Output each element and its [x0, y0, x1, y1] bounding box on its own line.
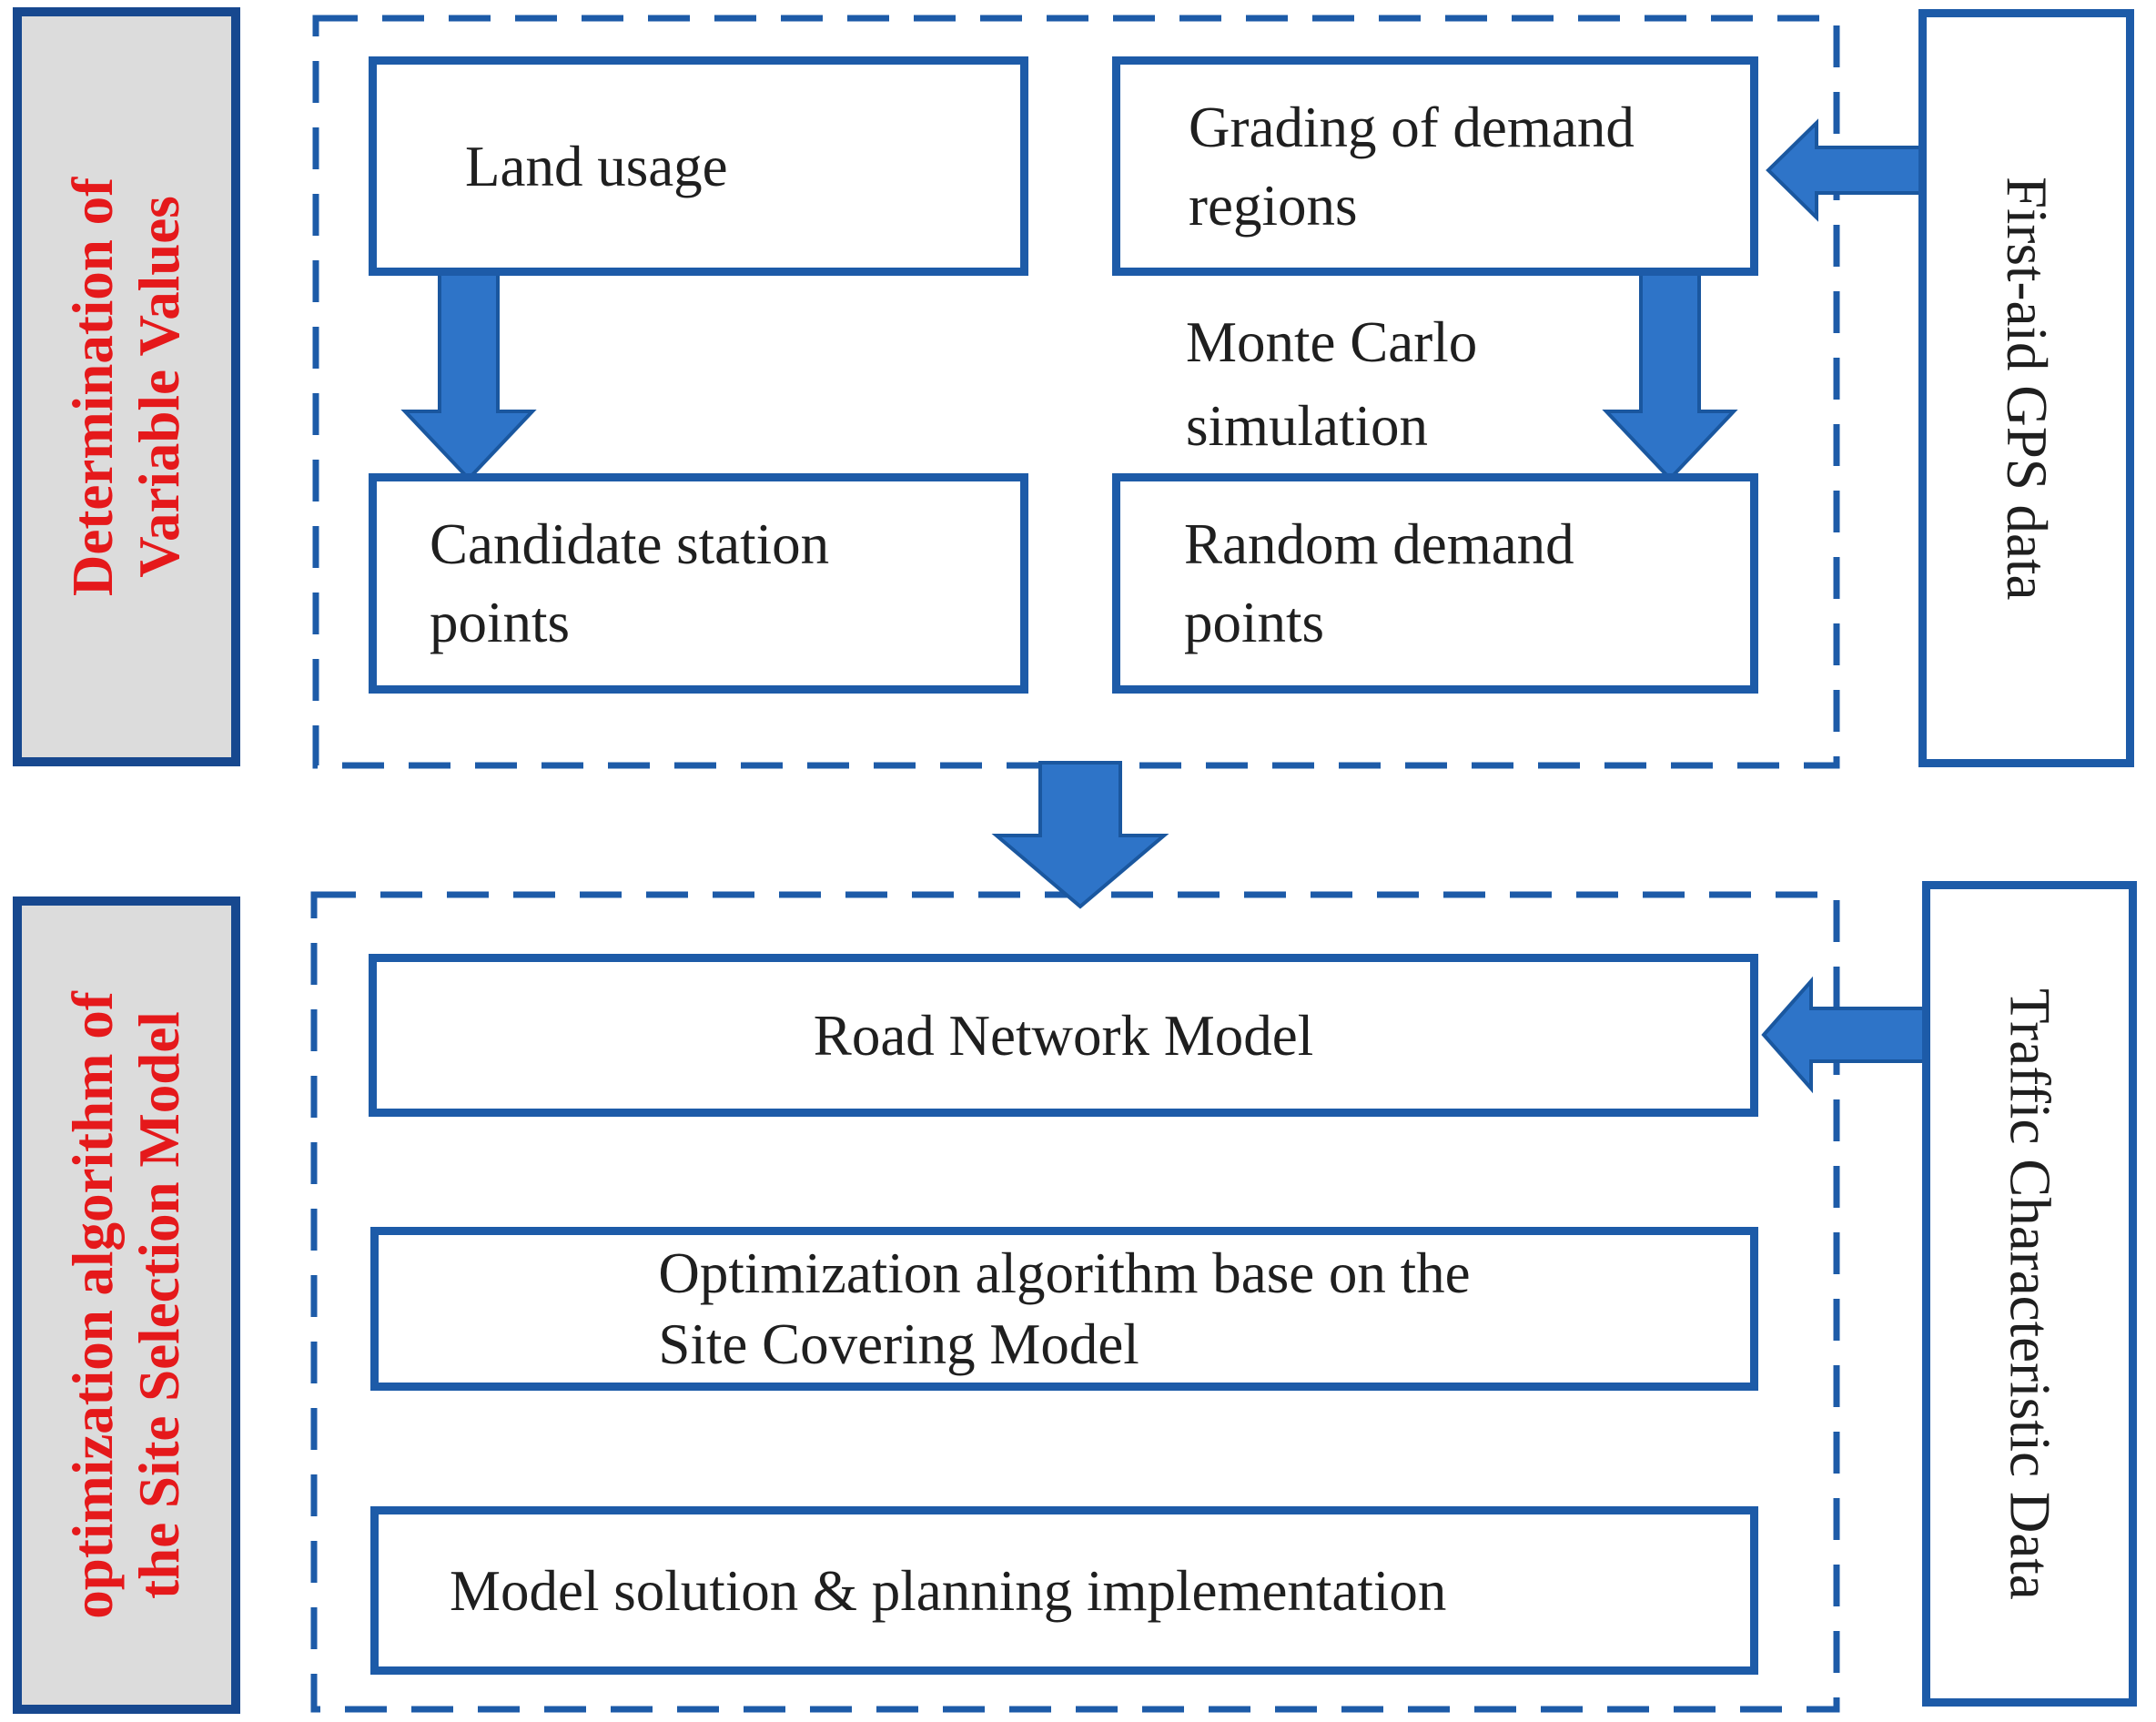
optimization-label-line1: optimization algorithm of: [60, 991, 125, 1619]
optimization-algorithm-box: Optimization algorithm base on the Site …: [370, 1227, 1758, 1391]
land-usage-label: Land usage: [465, 134, 728, 198]
determination-panel-label: Determination of Variable Values: [60, 177, 193, 596]
arrow-grading-to-random: [1602, 269, 1738, 481]
optimization-panel: optimization algorithm of the Site Selec…: [13, 896, 240, 1714]
optimization-algorithm-label: Optimization algorithm base on the Site …: [658, 1238, 1470, 1380]
candidate-label-line1: Candidate station: [430, 512, 830, 576]
monte-carlo-label-line2: simulation: [1186, 394, 1428, 458]
first-aid-gps-data-label: First-aid GPS data: [1995, 176, 2059, 601]
arrow-variables-to-model-section: [991, 761, 1169, 909]
model-solution-box: Model solution & planning implementation: [370, 1506, 1758, 1675]
determination-label-line1: Determination of: [60, 177, 125, 597]
optimization-panel-label: optimization algorithm of the Site Selec…: [60, 991, 193, 1618]
road-network-model-label: Road Network Model: [813, 1003, 1314, 1068]
monte-carlo-label-line1: Monte Carlo: [1186, 310, 1478, 374]
traffic-characteristic-data-label: Traffic Characteristic Data: [1998, 988, 2062, 1600]
optimization-label-line2: the Site Selection Model: [127, 1011, 191, 1599]
monte-carlo-simulation-label: Monte Carlo simulation: [1186, 300, 1477, 468]
first-aid-gps-data-box: First-aid GPS data: [1918, 9, 2134, 767]
arrow-gps-to-grading: [1766, 118, 1931, 222]
road-network-model-box: Road Network Model: [369, 954, 1758, 1117]
grading-label-line1: Grading of demand: [1189, 95, 1635, 159]
determination-label-line2: Variable Values: [127, 196, 191, 578]
random-demand-points-box: Random demand points: [1112, 473, 1758, 694]
candidate-station-points-box: Candidate station points: [369, 473, 1028, 694]
random-label-line1: Random demand: [1184, 512, 1574, 576]
grading-of-demand-regions-box: Grading of demand regions: [1112, 56, 1758, 276]
model-solution-label: Model solution & planning implementation: [450, 1558, 1447, 1623]
optimization-algorithm-line2: Site Covering Model: [658, 1312, 1139, 1376]
determination-panel: Determination of Variable Values: [13, 7, 240, 766]
candidate-label-line2: points: [430, 591, 571, 654]
traffic-characteristic-data-box: Traffic Characteristic Data: [1922, 881, 2137, 1707]
grading-label-line2: regions: [1189, 173, 1358, 238]
arrow-land-usage-to-candidate: [400, 269, 537, 481]
random-label-line2: points: [1184, 591, 1325, 654]
arrow-traffic-to-road-network: [1761, 976, 1935, 1094]
optimization-algorithm-line1: Optimization algorithm base on the: [658, 1241, 1471, 1305]
land-usage-box: Land usage: [369, 56, 1028, 276]
